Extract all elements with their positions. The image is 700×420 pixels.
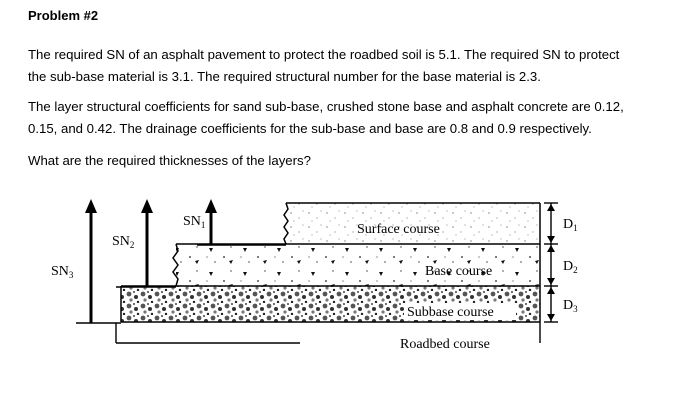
d1-label: D1 <box>563 217 578 233</box>
sn1-label: SN1 <box>183 214 205 230</box>
paragraph-1-line-2: the sub-base material is 3.1. The requir… <box>28 69 541 84</box>
surface-course-label: Surface course <box>357 222 440 237</box>
layer-outlines <box>120 202 541 323</box>
paragraph-2-line-2: 0.15, and 0.42. The drainage coefficient… <box>28 121 592 136</box>
subbase-label-backdrop <box>404 303 516 320</box>
sn3-label: SN3 <box>51 264 74 280</box>
d2-label: D2 <box>563 259 578 275</box>
problem-question: What are the required thicknesses of the… <box>28 150 678 172</box>
problem-title: Problem #2 <box>28 8 99 23</box>
sn1-arrow-head <box>205 199 217 213</box>
sn-baselines <box>76 244 300 344</box>
question-text: What are the required thicknesses of the… <box>28 153 311 168</box>
base-course-label: Base course <box>425 264 492 279</box>
sn-arrows <box>89 211 213 323</box>
d3-label: D3 <box>563 298 578 314</box>
d1-arrow-down <box>547 236 555 243</box>
sn3-arrow-head <box>85 199 97 213</box>
sn2-label: SN2 <box>112 234 134 250</box>
pavement-layers-diagram: SN1 SN2 SN3 Surface course Base course S… <box>51 199 578 352</box>
subbase-course-label: Subbase course <box>407 305 494 320</box>
d3-arrow-up <box>547 287 555 294</box>
d1-arrow-up <box>547 204 555 211</box>
base-course-layer <box>176 244 540 286</box>
problem-paragraph-2: The layer structural coefficients for sa… <box>28 96 678 140</box>
sn2-arrow-head <box>141 199 153 213</box>
d2-arrow-up <box>547 245 555 252</box>
paragraph-2-line-1: The layer structural coefficients for sa… <box>28 99 624 114</box>
depth-dimension-lines <box>544 202 558 323</box>
roadbed-course-label: Roadbed course <box>400 337 490 352</box>
problem-paragraph-1: The required SN of an asphalt pavement t… <box>28 44 678 88</box>
d3-arrow-down <box>547 314 555 321</box>
d2-arrow-down <box>547 278 555 285</box>
surface-course-layer <box>286 203 540 244</box>
paragraph-1-line-1: The required SN of an asphalt pavement t… <box>28 47 620 62</box>
